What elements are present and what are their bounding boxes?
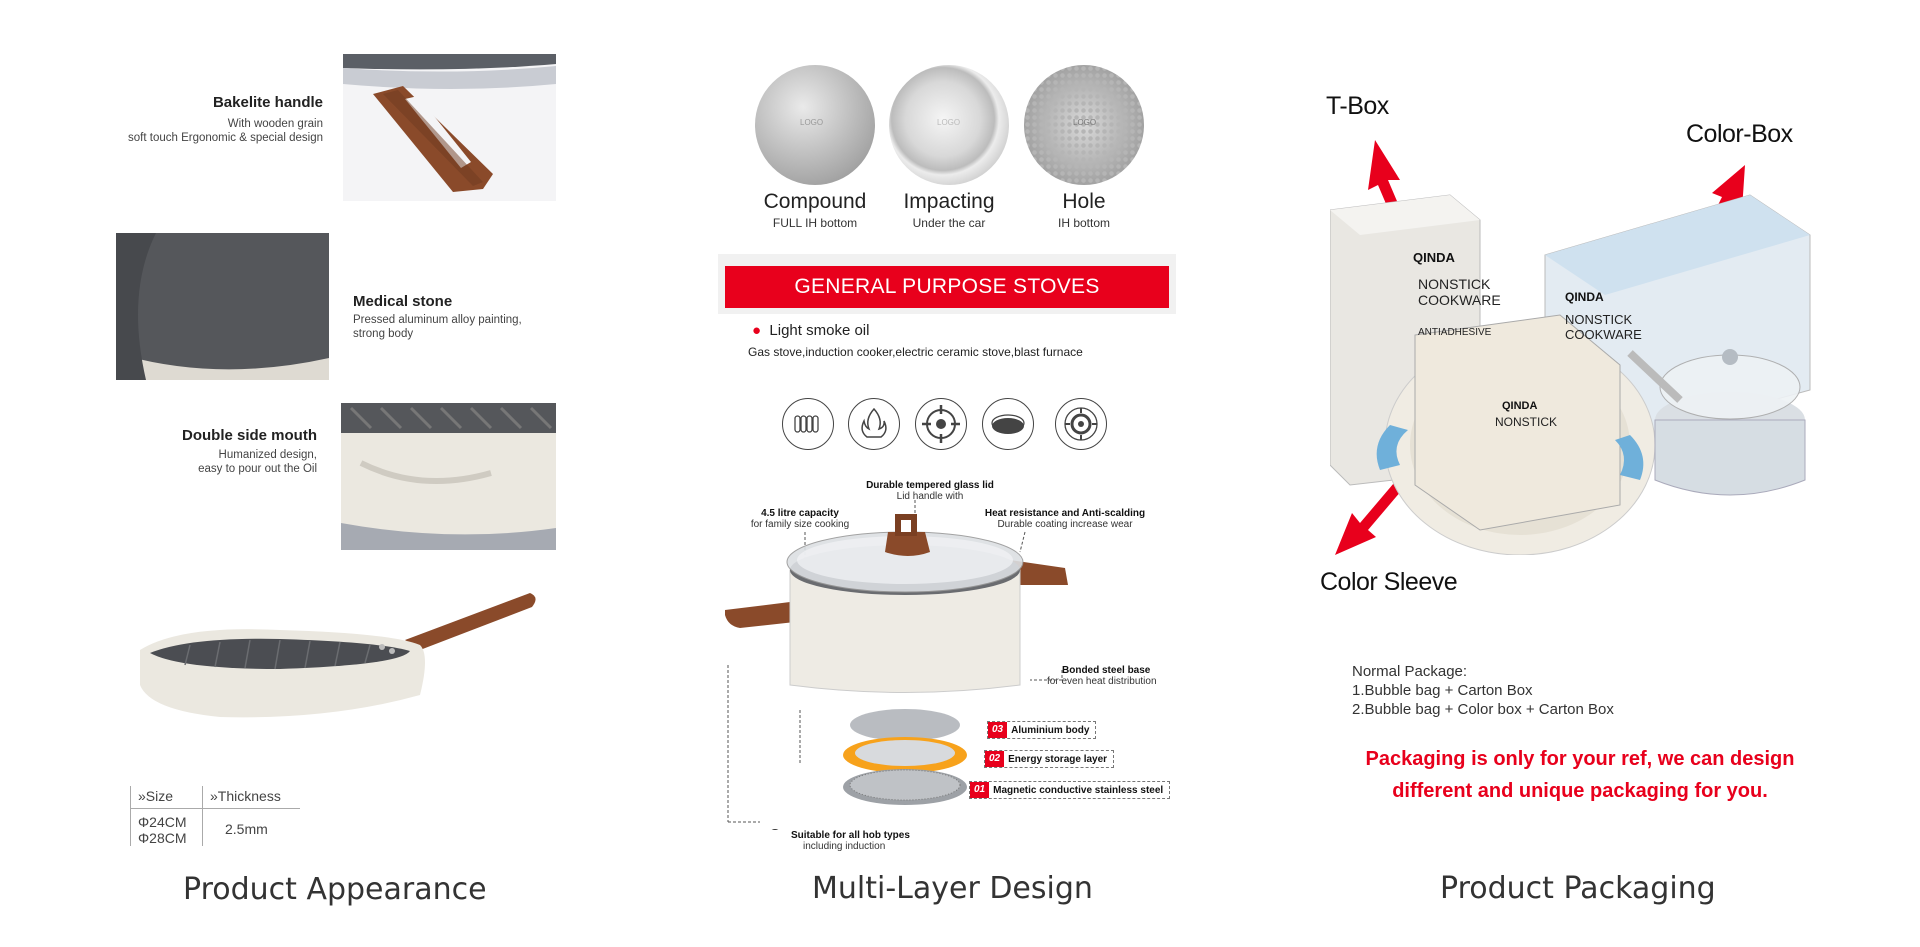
packaging-note: different and unique packaging for you. [1392, 780, 1768, 802]
layer-tag: 03 Aluminium body [987, 721, 1097, 739]
callout-desc: Lid handle with [896, 491, 964, 502]
box-text: ANTIADHESIVE [1418, 327, 1492, 338]
pour-spout-photo [341, 403, 556, 550]
size-value: Φ24CM [138, 814, 187, 830]
normal-package-item: 1.Bubble bag + Carton Box [1352, 682, 1533, 699]
disc-compound [755, 65, 875, 185]
coating-image [116, 233, 329, 380]
column-title: Multi-Layer Design [812, 871, 1093, 906]
callout-title: Durable tempered glass lid [866, 480, 994, 491]
callout-desc: for even heat distribution [1047, 676, 1157, 687]
ceramic-stove-icon [982, 398, 1034, 450]
disc-logo: LOGO [1073, 118, 1097, 127]
callout-title: Bonded steel base [1062, 665, 1151, 676]
feature-title: Double side mouth [182, 427, 317, 444]
disc-logo: LOGO [800, 118, 824, 127]
feature-title: Bakelite handle [212, 94, 323, 111]
wooden-handle-image [343, 54, 556, 192]
pot-diagram [725, 500, 1068, 830]
stoves-banner: GENERAL PURPOSE STOVES [725, 266, 1169, 308]
disc-sub: IH bottom [1057, 216, 1111, 230]
feature-title: Medical stone [353, 293, 453, 310]
feature-desc: soft touch Ergonomic & special design [128, 132, 323, 144]
layer-tag: 01 Magnetic conductive stainless steel [969, 781, 1171, 799]
box-text: NONSTICK [1495, 415, 1558, 429]
layer-tag: 02 Energy storage layer [984, 750, 1115, 768]
disc-label: Impacting [903, 190, 995, 213]
stove-types: Gas stove,induction cooker,electric cera… [748, 345, 1083, 359]
stove-note: ● Light smoke oil [752, 322, 870, 339]
handle-photo [343, 54, 556, 201]
box-text: NONSTICK [1418, 276, 1491, 292]
colorbox-label: Color-Box [1686, 120, 1793, 148]
size-value: Φ28CM [138, 830, 187, 846]
grill-pan-image [140, 593, 536, 718]
spec-table: »Size »Thickness Φ24CM Φ28CM 2.5mm [130, 786, 300, 846]
thickness-header: »Thickness [210, 788, 281, 804]
callout-desc: including induction [803, 841, 886, 852]
disc-logo: LOGO [937, 118, 961, 127]
callout-title: Suitable for all hob types [791, 830, 910, 841]
box-brand: QINDA [1565, 290, 1604, 304]
box-brand: QINDA [1413, 250, 1455, 265]
box-text: NONSTICK [1565, 312, 1633, 327]
gas-flame-icon [848, 398, 900, 450]
double-chevron-icon: » [138, 788, 146, 804]
thickness-value: 2.5mm [225, 821, 268, 837]
feature-desc: strong body [353, 328, 414, 340]
gas-burner-icon [915, 398, 967, 450]
box-text: COOKWARE [1418, 292, 1501, 308]
column-title: Product Packaging [1440, 871, 1716, 906]
feature-desc: Pressed aluminum alloy painting, [353, 314, 522, 326]
red-bullet-icon: ● [752, 322, 762, 339]
induction-icon [1055, 398, 1107, 450]
normal-package-title: Normal Package: [1352, 663, 1468, 680]
disc-impacting [889, 65, 1009, 185]
packaging-note: Packaging is only for your ref, we can d… [1365, 748, 1795, 770]
disc-hole [1024, 65, 1144, 185]
feature-desc: Humanized design, [218, 449, 317, 461]
column-title: Product Appearance [183, 872, 487, 907]
spout-image [341, 403, 556, 550]
disc-label: Hole [1062, 190, 1106, 213]
coil-stove-icon [782, 398, 834, 450]
size-header: »Size [138, 788, 174, 804]
callout-title: 4.5 litre capacity [761, 508, 839, 519]
packaging-photo [1330, 140, 1811, 555]
stone-coating-photo [116, 233, 329, 380]
callout-title: Heat resistance and Anti-scalding [984, 508, 1146, 519]
disc-sub: FULL IH bottom [772, 216, 858, 230]
normal-package-item: 2.Bubble bag + Color box + Carton Box [1352, 701, 1614, 718]
disc-sub: Under the car [912, 216, 986, 230]
disc-label: Compound [763, 190, 867, 213]
box-text: COOKWARE [1565, 327, 1642, 342]
feature-desc: easy to pour out the Oil [198, 463, 317, 475]
feature-desc: With wooden grain [227, 118, 323, 130]
box-brand: QINDA [1502, 400, 1538, 412]
callout-desc: for family size cooking [750, 519, 850, 530]
sleeve-label: Color Sleeve [1320, 568, 1458, 596]
callout-desc: Durable coating increase wear [997, 519, 1133, 530]
tbox-label: T-Box [1326, 92, 1389, 120]
double-chevron-icon: » [210, 788, 218, 804]
